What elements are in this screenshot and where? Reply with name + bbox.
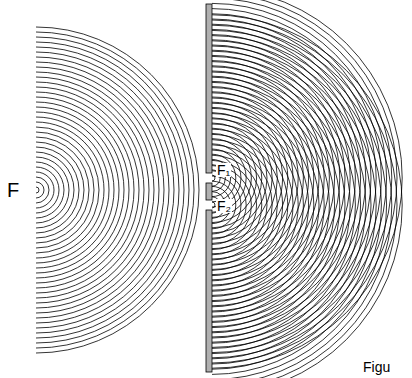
wavefront-arc xyxy=(212,166,251,245)
slit-label: F₁ xyxy=(216,163,231,177)
wavefront-arc xyxy=(36,72,154,308)
wavefront-arc xyxy=(36,182,44,198)
wavefront-arc xyxy=(212,88,329,323)
wavefront-arc xyxy=(212,0,402,368)
wavefront-arc xyxy=(36,37,189,343)
wavefront-arc xyxy=(36,32,194,348)
wavefront-arc xyxy=(36,52,174,328)
source-wavefronts xyxy=(36,27,199,353)
wavefront-arc xyxy=(36,47,179,333)
wavefront-arc xyxy=(212,202,215,208)
wavefront-arc xyxy=(36,177,49,203)
wavefront-arc xyxy=(212,82,335,327)
wavefront-arc xyxy=(212,181,236,229)
wavefront-arc xyxy=(212,72,345,338)
wavefront-arc xyxy=(212,20,397,378)
wavefront-arc xyxy=(212,30,387,378)
wavefront-arc xyxy=(36,97,129,283)
wavefront-arc xyxy=(36,57,169,323)
wavefront-arc xyxy=(212,46,371,364)
wavefront-arc xyxy=(36,172,54,208)
slit-wavefronts xyxy=(212,0,402,378)
wavefront-arc xyxy=(36,82,144,298)
wavefront-arc xyxy=(36,62,164,318)
wavefront-arc xyxy=(212,36,381,375)
wavefront-arc xyxy=(36,117,109,263)
wavefront-arc xyxy=(36,27,199,353)
wavefront-arc xyxy=(212,159,231,196)
wavefront-arc xyxy=(212,98,319,312)
source-label: F xyxy=(6,180,20,200)
wavefront-arc xyxy=(212,9,381,348)
wavefront-arc xyxy=(36,107,119,273)
wavefront-arc xyxy=(212,0,397,363)
wavefront-arc xyxy=(212,0,392,358)
wavefront-arc xyxy=(36,77,149,303)
wavefront-arc xyxy=(212,114,303,297)
wavefront-arc xyxy=(212,92,298,264)
wavefront-arc xyxy=(212,93,324,317)
wavefront-arc xyxy=(36,157,69,223)
wavefront-arc xyxy=(212,3,387,352)
wavefront-arc xyxy=(36,132,94,248)
wavefront-arc xyxy=(212,107,283,248)
wavefront-arc xyxy=(212,171,246,239)
wavefront-arc xyxy=(212,154,236,202)
figure-caption: Figu xyxy=(362,360,391,374)
wavefront-arc xyxy=(36,147,79,233)
wavefront-arc xyxy=(212,56,361,353)
wavefront-arc xyxy=(212,133,257,222)
wavefront-arc xyxy=(36,87,139,293)
wavefront-arc xyxy=(212,61,329,296)
wavefront-arc xyxy=(36,122,104,258)
wavefront-arc xyxy=(36,162,64,218)
wavefront-arc xyxy=(36,167,59,213)
wavefront-arc xyxy=(212,176,241,234)
wavefront-arc xyxy=(212,15,402,378)
wavefront-arc xyxy=(212,40,350,316)
wavefront-arc xyxy=(212,119,298,291)
slit-label: F₂ xyxy=(216,199,232,213)
wavefront-arc xyxy=(36,127,99,253)
wavefront-arc xyxy=(212,145,272,265)
wavefront-arc xyxy=(36,187,39,193)
wavefront-arc xyxy=(212,108,309,301)
wavefront-arc xyxy=(212,140,277,271)
wavefront-arc xyxy=(36,102,124,278)
barrier xyxy=(206,4,212,372)
wavefront-arc xyxy=(212,77,340,333)
wavefront-arc xyxy=(212,134,283,275)
wavefront-arc xyxy=(36,112,114,268)
wavefront-arc xyxy=(212,25,392,378)
wavefront-arc xyxy=(212,45,345,311)
wavefront-arc xyxy=(212,62,355,349)
wavefront-arc xyxy=(212,67,350,343)
wavefront-arc xyxy=(212,160,257,249)
wavefront-arc xyxy=(212,97,293,259)
wavefront-arc xyxy=(212,41,376,369)
wavefront-arc xyxy=(36,67,159,313)
wavefront-arc xyxy=(212,71,319,285)
wavefront-arc xyxy=(36,152,74,228)
wavefront-arc xyxy=(212,129,288,281)
wavefront-arc xyxy=(212,35,355,322)
wavefront-arc xyxy=(212,124,293,286)
